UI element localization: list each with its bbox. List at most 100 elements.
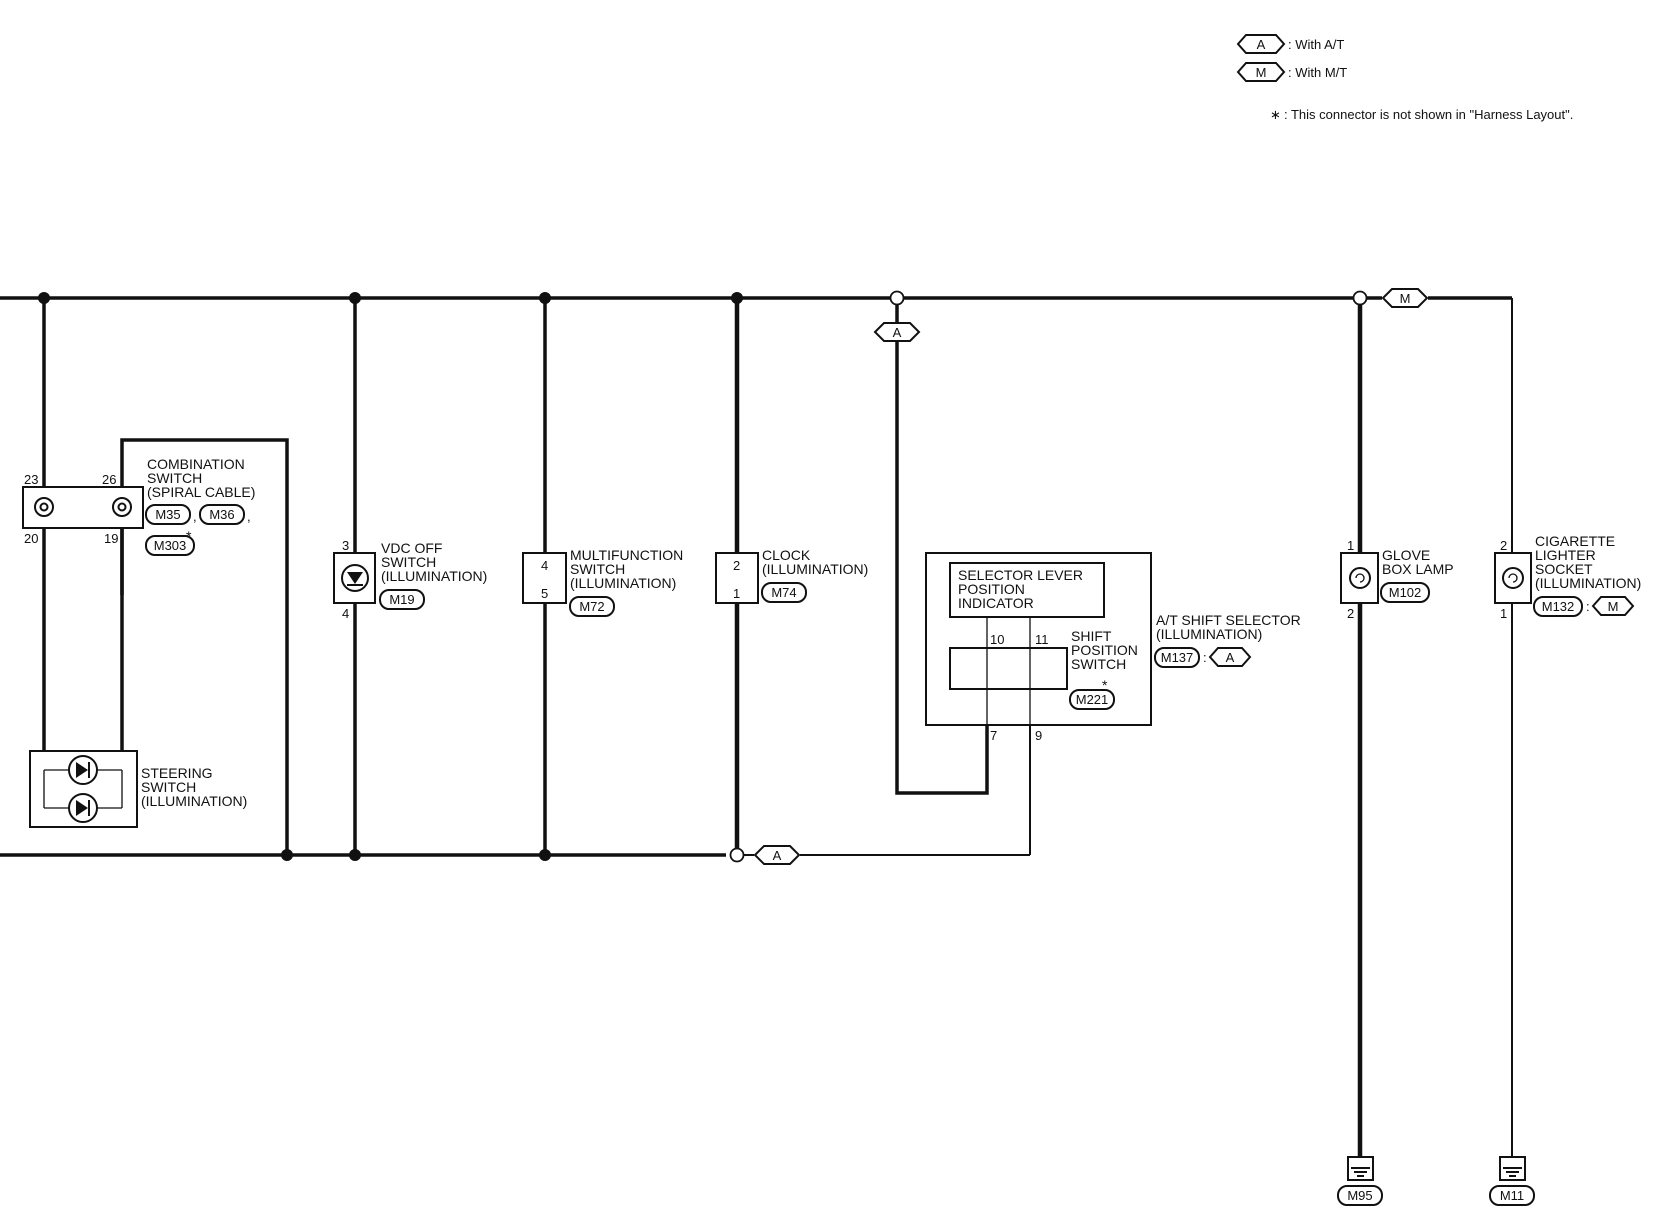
ground-m95: M95 [1347, 1188, 1372, 1203]
combination-switch-name-3: (SPIRAL CABLE) [147, 484, 255, 500]
combination-switch-name-2: SWITCH [147, 470, 202, 486]
open-splice [889, 290, 905, 306]
multifunction-name-3: (ILLUMINATION) [570, 575, 676, 591]
led-icon [68, 755, 98, 785]
glove-box-lamp: 1 2 GLOVE BOX LAMP M102 M95 [1337, 298, 1454, 1206]
at-feed-wire [895, 305, 989, 795]
combination-switch: 23 26 20 19 COMBINATION SWITCH (SPIRAL C… [22, 298, 289, 855]
shift-switch-name-1: SHIFT [1071, 628, 1112, 644]
at-shift-selector: SELECTOR LEVER POSITION INDICATOR 10 11 … [895, 305, 1301, 795]
indicator-name-2: POSITION [958, 581, 1025, 597]
wire-tag-bottom-at: A [753, 845, 801, 865]
svg-text:,: , [193, 509, 197, 524]
indicator-name-3: INDICATOR [958, 595, 1034, 611]
connector-m35: M35 [155, 507, 180, 522]
ground-m11: M11 [1500, 1188, 1524, 1203]
pin-10: 10 [990, 632, 1004, 647]
variant-at-tag: A [1226, 650, 1235, 665]
indicator-name-1: SELECTOR LEVER [958, 567, 1083, 583]
selector-lever-indicator-box [949, 562, 1105, 618]
splice-dot [349, 292, 361, 304]
multifunction-name-1: MULTIFUNCTION [570, 547, 683, 563]
shift-switch-name-3: SWITCH [1071, 656, 1126, 672]
pin-4: 4 [342, 606, 349, 621]
vdc-off-name-3: (ILLUMINATION) [381, 568, 487, 584]
shift-switch-name-2: POSITION [1071, 642, 1138, 658]
pin-4: 4 [541, 558, 548, 573]
svg-text:A: A [893, 325, 902, 340]
led-icon [68, 793, 98, 823]
connector-m36: M36 [209, 507, 234, 522]
glove-box-name-1: GLOVE [1382, 547, 1430, 563]
steering-switch-name-3: (ILLUMINATION) [141, 793, 247, 809]
splice-dot [539, 292, 551, 304]
cigarette-lighter-socket: 2 1 CIGARETTE LIGHTER SOCKET (ILLUMINATI… [1489, 533, 1641, 1206]
svg-text:*: * [1102, 677, 1108, 693]
legend-note-text: : This connector is not shown in "Harnes… [1284, 107, 1573, 122]
legend-at-code: A [1257, 37, 1266, 52]
connector-m303: M303 [154, 538, 187, 553]
led-icon [341, 564, 369, 592]
multifunction-switch: 4 5 MULTIFUNCTION SWITCH (ILLUMINATION) … [522, 298, 683, 855]
junctions [38, 290, 1368, 863]
cigarette-name-3: SOCKET [1535, 561, 1593, 577]
pin-1: 1 [1347, 538, 1354, 553]
cigarette-name-1: CIGARETTE [1535, 533, 1615, 549]
connector-m132: M132 [1542, 599, 1575, 614]
legend-mt-text: : With M/T [1288, 65, 1347, 80]
svg-text:,: , [247, 509, 251, 524]
lamp-icon [1502, 567, 1524, 589]
svg-text::: : [1586, 599, 1590, 614]
legend-at-text: : With A/T [1288, 37, 1344, 52]
svg-text::: : [1203, 650, 1207, 665]
ground-icon [1347, 1156, 1374, 1181]
legend-note-star: ∗ [1270, 107, 1281, 122]
steering-switch: STEERING SWITCH (ILLUMINATION) [29, 750, 247, 828]
spiral-cable-connector [22, 486, 144, 529]
legend: A : With A/T M : With M/T ∗ : This conne… [1236, 34, 1573, 122]
pin-2: 2 [1500, 538, 1507, 553]
pin-2: 2 [1347, 606, 1354, 621]
steering-switch-name-1: STEERING [141, 765, 213, 781]
splice-dot [539, 849, 551, 861]
ground-icon [1499, 1156, 1526, 1181]
connector-m19: M19 [389, 592, 414, 607]
connector-m102: M102 [1389, 585, 1422, 600]
pin-19: 19 [104, 531, 118, 546]
wire-tag-top-mt: M [1381, 288, 1429, 308]
pin-23: 23 [24, 472, 38, 487]
connector-m221: M221 [1076, 692, 1109, 707]
connector-m137: M137 [1161, 650, 1194, 665]
vdc-off-name-2: SWITCH [381, 554, 436, 570]
at-shift-selector-name-2: (ILLUMINATION) [1156, 626, 1262, 642]
pin-7: 7 [990, 728, 997, 743]
lamp-icon [1349, 567, 1371, 589]
multifunction-name-2: SWITCH [570, 561, 625, 577]
splice-dot [731, 292, 743, 304]
clock-name-1: CLOCK [762, 547, 811, 563]
connector-m72: M72 [579, 599, 604, 614]
splice-dot [38, 292, 50, 304]
svg-text:*: * [186, 528, 192, 544]
pin-1: 1 [733, 586, 740, 601]
pin-3: 3 [342, 538, 349, 553]
open-splice [729, 847, 745, 863]
shift-position-switch-box [949, 647, 1068, 690]
pin-5: 5 [541, 586, 548, 601]
glove-box-name-2: BOX LAMP [1382, 561, 1454, 577]
connector-m74: M74 [771, 585, 796, 600]
variant-mt-tag: M [1608, 599, 1619, 614]
svg-text:A: A [773, 848, 782, 863]
clock-name-2: (ILLUMINATION) [762, 561, 868, 577]
splice-dot [349, 849, 361, 861]
cigarette-name-4: (ILLUMINATION) [1535, 575, 1641, 591]
bus-wires [0, 296, 1513, 857]
pin-1: 1 [1500, 606, 1507, 621]
combination-switch-name-1: COMBINATION [147, 456, 245, 472]
clock: 2 1 CLOCK (ILLUMINATION) M74 [715, 298, 868, 850]
pin-9: 9 [1035, 728, 1042, 743]
pin-20: 20 [24, 531, 38, 546]
pin-2: 2 [733, 558, 740, 573]
splice-dot [281, 849, 293, 861]
